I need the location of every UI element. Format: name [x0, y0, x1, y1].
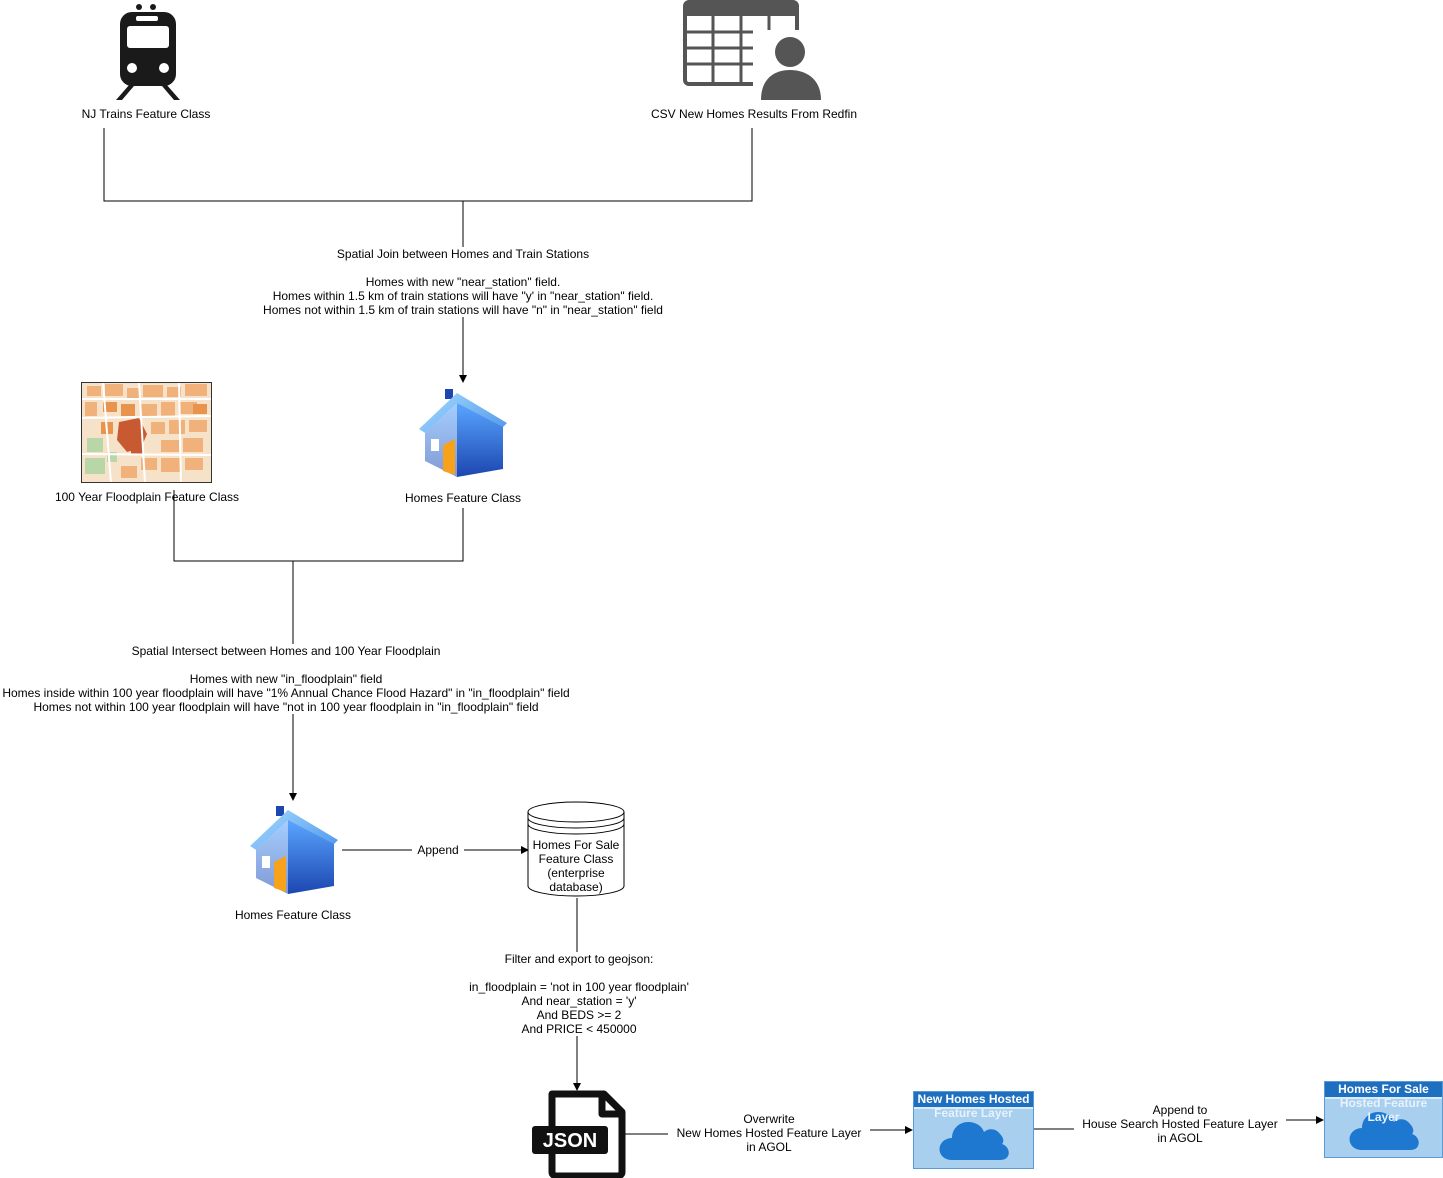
- homes-for-sale-db-label: Homes For Sale Feature Class (enterprise…: [532, 838, 620, 894]
- train-icon: [116, 4, 180, 100]
- append-label: Append: [412, 843, 464, 857]
- house-icon: [419, 389, 507, 477]
- floodplain-label: 100 Year Floodplain Feature Class: [54, 490, 240, 504]
- json-file-icon: JSON: [532, 1090, 626, 1178]
- homes-for-sale-hosted-layer: Homes For Sale Hosted Feature Layer: [1324, 1081, 1443, 1158]
- cloud-icon: [1349, 1112, 1419, 1150]
- edge-trains-to-join: [103, 128, 463, 202]
- edge-homes-to-intersect: [293, 508, 464, 562]
- spatial-intersect-label: Spatial Intersect between Homes and 100 …: [0, 644, 572, 714]
- spatial-join-label: Spatial Join between Homes and Train Sta…: [222, 247, 704, 317]
- edge-csv-to-join: [463, 128, 753, 202]
- csv-redfin-label: CSV New Homes Results From Redfin: [650, 107, 858, 121]
- new-homes-hosted-layer: New Homes Hosted Feature Layer: [913, 1091, 1034, 1169]
- json-icon-text: JSON: [543, 1130, 597, 1152]
- new-homes-hosted-title: New Homes Hosted Feature Layer: [917, 1092, 1030, 1120]
- nj-trains-label: NJ Trains Feature Class: [81, 107, 211, 121]
- table-user-icon: [683, 0, 825, 102]
- edge-floodplain-to-intersect: [173, 490, 293, 562]
- overwrite-label: Overwrite New Homes Hosted Feature Layer…: [668, 1112, 870, 1154]
- house-icon: [250, 806, 338, 894]
- map-icon: [81, 382, 212, 483]
- homes-for-sale-hosted-title: Homes For Sale Hosted Feature Layer: [1338, 1082, 1429, 1124]
- homes-feature-class-label-1: Homes Feature Class: [404, 491, 522, 505]
- append-to-label: Append to House Search Hosted Feature La…: [1074, 1103, 1286, 1145]
- filter-export-label: Filter and export to geojson: in_floodpl…: [438, 952, 720, 1036]
- cloud-icon: [939, 1122, 1009, 1160]
- homes-feature-class-label-2: Homes Feature Class: [234, 908, 352, 922]
- database-cylinder-icon: [527, 801, 625, 897]
